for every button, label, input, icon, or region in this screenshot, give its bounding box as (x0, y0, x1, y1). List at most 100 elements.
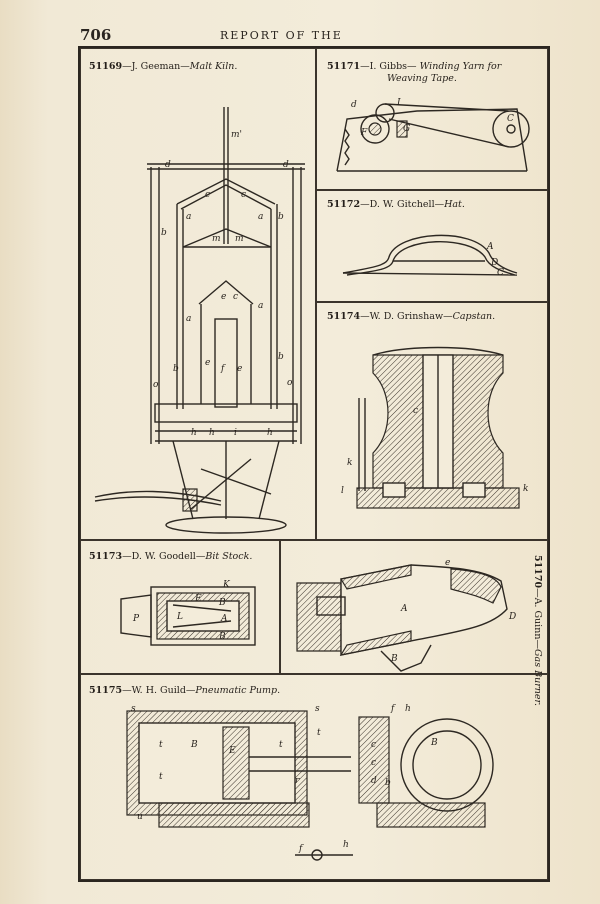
svg-text:e: e (205, 358, 210, 368)
svg-text:F: F (360, 128, 368, 138)
page-header: 706 REPORT OF THE (80, 26, 550, 48)
svg-text:c: c (205, 190, 210, 200)
svg-text:a: a (258, 212, 263, 222)
svg-text:B: B (430, 738, 438, 748)
svg-text:m': m' (231, 130, 242, 140)
invention-title: Pneumatic Pump. (195, 685, 281, 696)
invention-title: Malt Kiln. (189, 61, 238, 72)
invention-title: Hat. (444, 199, 465, 210)
svg-text:t: t (279, 740, 283, 750)
invention-title-line1: Winding Yarn for (419, 61, 502, 72)
invention-title: Capstan. (452, 311, 496, 322)
svg-text:u: u (137, 812, 143, 822)
panel-bit-stock: 51173—D. W. Goodell—Bit Stock. K E B P L… (80, 540, 280, 674)
svg-text:t: t (159, 772, 163, 782)
malt-kiln-figure: m' d d c c a a b b m m e c a a f e e b b (94, 107, 305, 534)
inventor-name: A. Guinn (532, 597, 543, 640)
plate-frame: 51169—J. Geeman—Malt Kiln. (78, 46, 550, 882)
small-valve-detail (295, 849, 353, 861)
svg-text:c: c (371, 740, 376, 750)
svg-text:d: d (283, 160, 289, 170)
svg-text:I: I (396, 98, 401, 108)
running-title: REPORT OF THE (220, 29, 343, 42)
panel-hat: 51172—D. W. Gitchell—Hat. A D C (316, 190, 548, 302)
svg-text:e: e (221, 292, 226, 302)
inventor-name: D. W. Goodell (131, 551, 196, 562)
svg-text:h: h (191, 428, 197, 438)
panel-capstan: 51174—W. D. Grinshaw—Capstan. c k l k (316, 302, 548, 540)
svg-text:i: i (234, 428, 237, 438)
caption-winding-yarn: 51171—I. Gibbs— Winding Yarn for Weaving… (327, 61, 502, 84)
svg-text:e: e (445, 558, 450, 568)
svg-text:s: s (131, 704, 136, 714)
svg-text:h: h (209, 428, 215, 438)
caption-capstan: 51174—W. D. Grinshaw—Capstan. (327, 311, 496, 322)
caption-bit-stock: 51173—D. W. Goodell—Bit Stock. (89, 551, 253, 562)
inventor-name: I. Gibbs (369, 61, 408, 72)
svg-text:C: C (497, 268, 504, 278)
invention-title: Bit Stock. (205, 551, 253, 562)
svg-text:a: a (258, 301, 263, 311)
svg-text:B: B (218, 632, 226, 642)
svg-text:L: L (176, 612, 183, 622)
svg-text:c: c (241, 190, 246, 200)
inventor-name: D. W. Gitchell (369, 199, 435, 210)
patent-number: 51171 (327, 61, 361, 72)
page-number: 706 (80, 26, 112, 44)
svg-text:b: b (385, 778, 391, 788)
svg-text:h: h (267, 428, 273, 438)
svg-text:E: E (228, 746, 236, 756)
patent-number: 51174 (327, 311, 361, 322)
inventor-name: W. D. Grinshaw (369, 311, 444, 322)
svg-text:h: h (343, 840, 349, 850)
svg-text:a: a (186, 212, 191, 222)
gas-burner-figure: e A D B (296, 558, 516, 672)
caption-pneumatic-pump: 51175—W. H. Guild—Pneumatic Pump. (89, 685, 281, 696)
svg-text:c: c (233, 292, 238, 302)
svg-text:b: b (173, 364, 179, 374)
svg-text:B: B (190, 740, 198, 750)
panel-pneumatic-pump: 51175—W. H. Guild—Pneumatic Pump. s s (80, 674, 548, 880)
svg-text:C: C (507, 114, 514, 124)
pneumatic-pump-figure: s s t B E t t u r t f h B c c d b f h (126, 704, 494, 861)
panel-winding-yarn: 51171—I. Gibbs— Winding Yarn for Weaving… (316, 48, 548, 190)
patent-number: 51175 (89, 685, 123, 696)
svg-text:m: m (212, 234, 221, 244)
caption-hat: 51172—D. W. Gitchell—Hat. (327, 199, 465, 210)
svg-text:c: c (371, 758, 376, 768)
svg-text:b: b (278, 352, 284, 362)
svg-text:k: k (347, 458, 352, 468)
svg-text:t: t (317, 728, 321, 738)
svg-text:D: D (490, 258, 498, 268)
svg-text:B: B (218, 598, 226, 608)
svg-text:b: b (278, 212, 284, 222)
svg-text:o: o (287, 378, 293, 388)
svg-text:A: A (220, 614, 228, 624)
svg-text:t: t (159, 740, 163, 750)
svg-text:l: l (341, 486, 344, 496)
svg-text:r: r (295, 776, 300, 786)
invention-title-line2: Weaving Tape. (387, 73, 457, 84)
panel-gas-burner: 51170—A. Guinn—Gas Burner. e A D B (280, 540, 548, 706)
svg-text:m: m (235, 234, 244, 244)
patent-number: 51172 (327, 199, 361, 210)
svg-text:b: b (161, 228, 167, 238)
capstan-figure: c k l k (341, 346, 528, 509)
svg-text:G: G (403, 124, 410, 134)
svg-text:a: a (186, 314, 191, 324)
svg-text:h: h (405, 704, 411, 714)
hat-figure: A D C (342, 234, 518, 278)
svg-text:o: o (153, 380, 159, 390)
svg-text:A: A (486, 242, 494, 252)
svg-text:D: D (508, 612, 516, 622)
svg-text:B: B (390, 654, 398, 664)
patent-number: 51170 (532, 555, 543, 589)
panel-malt-kiln: 51169—J. Geeman—Malt Kiln. (80, 48, 316, 540)
inventor-name: J. Geeman (131, 61, 181, 72)
bit-stock-figure: K E B P L A B (120, 580, 256, 646)
svg-text:e: e (237, 364, 242, 374)
caption-malt-kiln: 51169—J. Geeman—Malt Kiln. (89, 61, 238, 72)
svg-text:d: d (371, 776, 377, 786)
svg-text:P: P (132, 614, 140, 624)
svg-text:E: E (194, 594, 202, 604)
